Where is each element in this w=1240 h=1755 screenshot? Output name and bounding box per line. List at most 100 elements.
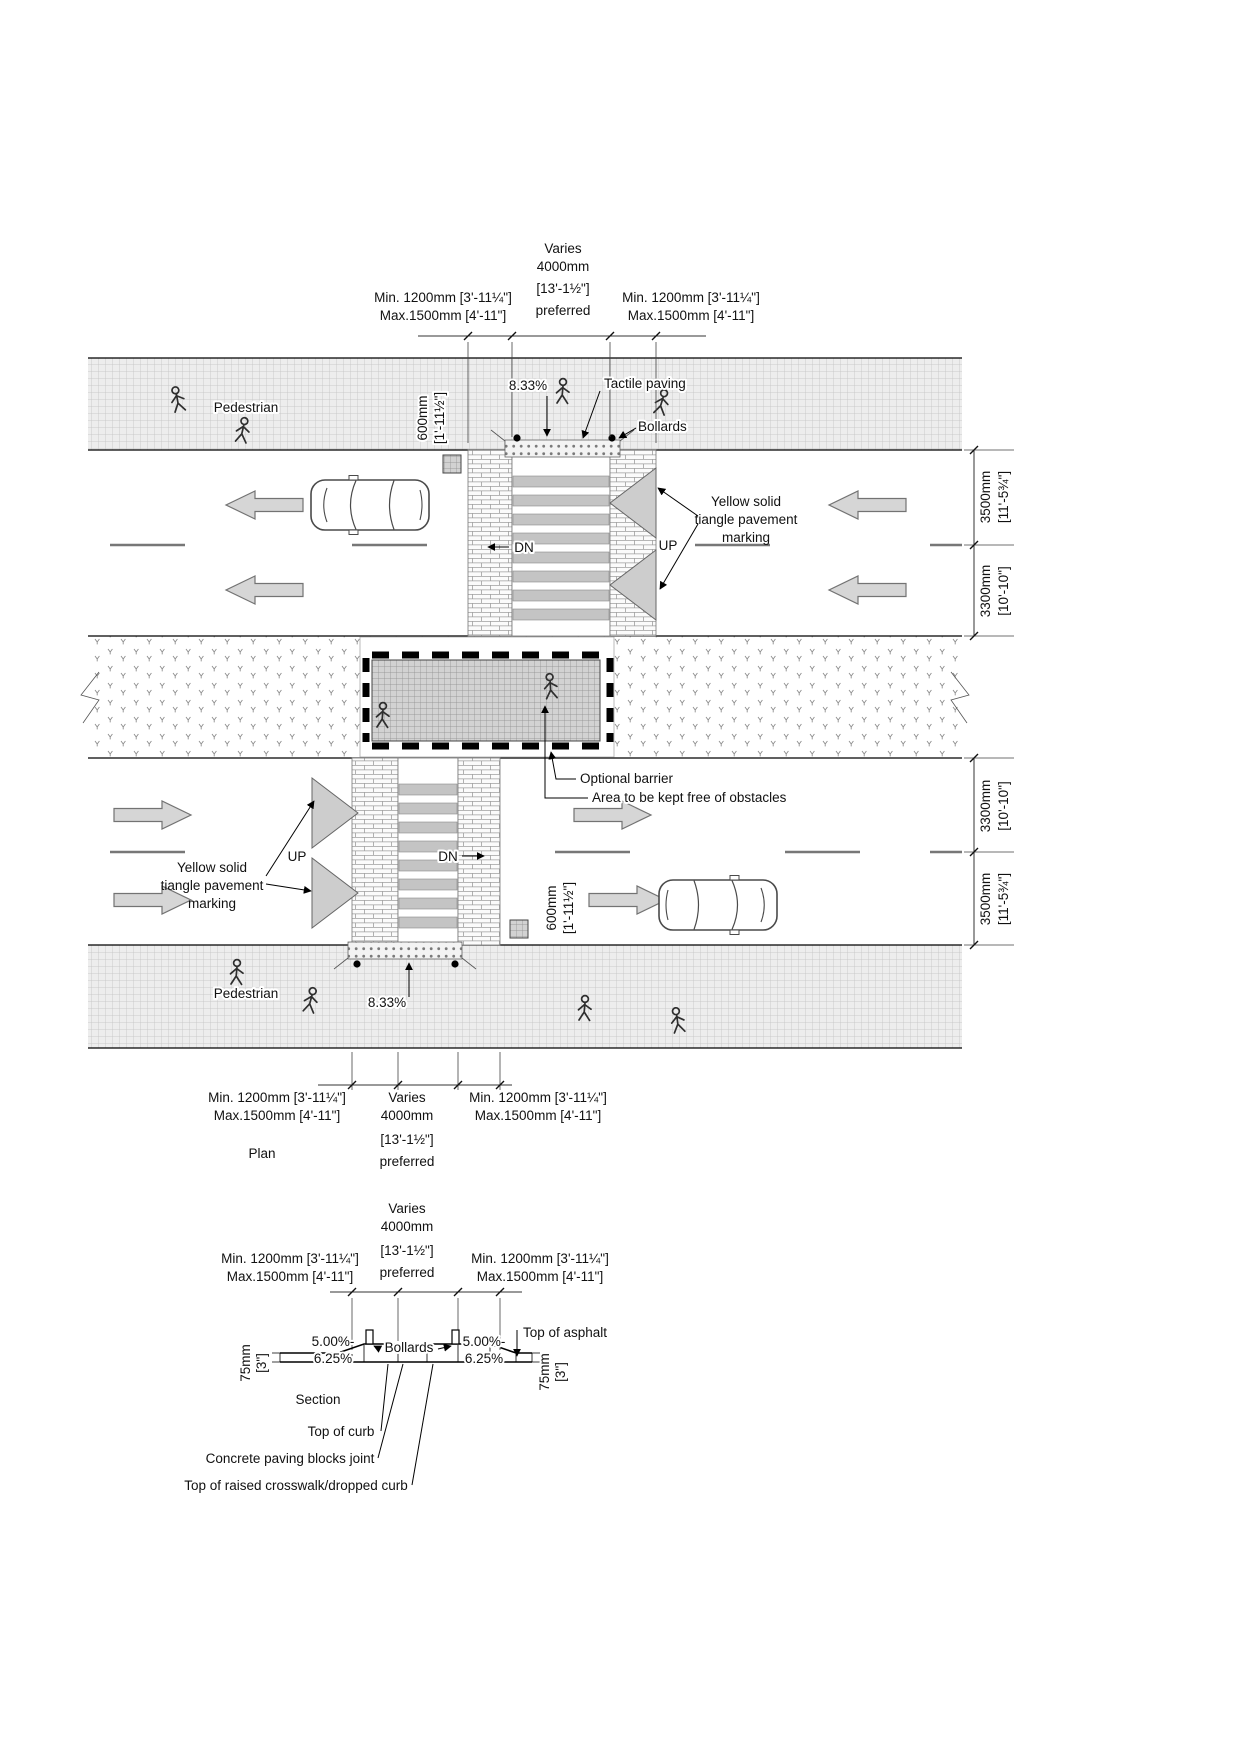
tactile-square-600 <box>509 919 529 939</box>
up-label: UP <box>659 538 678 553</box>
dim-max-1500: Max.1500mm [4'-11"] <box>214 1108 340 1123</box>
dim-min-1200: Min. 1200mm [3'-11¼"] <box>622 290 760 305</box>
yellow-triangle-note: marking <box>188 896 236 911</box>
dim-max-1500: Max.1500mm [4'-11"] <box>477 1269 603 1284</box>
section-title: Section <box>295 1392 340 1407</box>
triangle-marking <box>609 466 657 540</box>
dim-max-1500: Max.1500mm [4'-11"] <box>380 308 506 323</box>
car-icon <box>658 874 778 936</box>
dim-min-1200: Min. 1200mm [3'-11¼"] <box>221 1251 359 1266</box>
bollards-label: Bollards <box>385 1340 434 1355</box>
section-drawing <box>272 1329 540 1363</box>
dim-min-1200: Min. 1200mm [3'-11¼"] <box>374 290 512 305</box>
triangle-marking <box>609 548 657 622</box>
section-joints <box>279 1345 533 1362</box>
tactile-paving-label: Tactile paving <box>604 376 686 391</box>
slope-label: 6.25% <box>465 1351 503 1366</box>
dn-label: DN <box>514 540 534 555</box>
break-symbol-right <box>950 671 970 724</box>
dim-4000mm: 4000mm <box>381 1219 434 1234</box>
dim-4000ft: [13'-1½"] <box>380 1243 433 1258</box>
ramp-right <box>457 757 501 946</box>
tactile-square-600 <box>442 454 462 474</box>
bollard-dot <box>513 434 521 442</box>
break-symbol-left <box>80 671 100 724</box>
dim-min-1200: Min. 1200mm [3'-11¼"] <box>208 1090 346 1105</box>
dim-varies: Varies <box>388 1201 426 1216</box>
tactile-strip-top <box>504 439 621 458</box>
dim-preferred: preferred <box>380 1265 435 1280</box>
yellow-triangle-note: marking <box>722 530 770 545</box>
yellow-triangle-note: tiangle pavement <box>695 512 798 527</box>
bollards-label: Bollards <box>638 419 687 434</box>
triangle-marking <box>311 776 359 850</box>
top-of-asphalt-label: Top of asphalt <box>523 1325 607 1340</box>
bollard-post <box>365 1329 374 1345</box>
pedestrian-label: Pedestrian <box>214 986 279 1001</box>
dim-preferred: preferred <box>536 303 591 318</box>
zebra-stripes <box>512 475 610 621</box>
yellow-triangle-note: Yellow solid <box>711 494 781 509</box>
yellow-triangle-note: tiangle pavement <box>161 878 264 893</box>
dim-4000ft: [13'-1½"] <box>380 1132 433 1147</box>
keep-free-label: Area to be kept free of obstacles <box>592 790 787 805</box>
plan-bottom-dimensions: Min. 1200mm [3'-11¼"] Max.1500mm [4'-11"… <box>208 1052 607 1169</box>
bollard-post <box>451 1329 460 1345</box>
dim-3500mm: 3500mm <box>978 471 993 524</box>
crossing-bottom <box>311 757 529 970</box>
up-label: UP <box>288 849 307 864</box>
slope-label: 5.00%- <box>463 1334 506 1349</box>
dim-600mm: 600mm <box>415 395 430 440</box>
height-ticks <box>272 1352 540 1363</box>
dim-max-1500: Max.1500mm [4'-11"] <box>227 1269 353 1284</box>
slope-label: 8.33% <box>509 378 547 393</box>
crossing-top <box>442 429 657 637</box>
dim-max-1500: Max.1500mm [4'-11"] <box>475 1108 601 1123</box>
dim-75ft: [3"] <box>254 1353 269 1373</box>
dim-3300mm: 3300mm <box>978 565 993 618</box>
plan-annotations: Pedestrian 8.33% Tactile paving Bollards… <box>161 374 798 1012</box>
dim-4000mm: 4000mm <box>537 259 590 274</box>
plan-title: Plan <box>248 1146 275 1161</box>
refuge-island <box>371 659 601 742</box>
dim-3500ft: [11'-5¾"] <box>996 471 1011 523</box>
triangle-marking <box>311 856 359 930</box>
median-refuge <box>359 636 615 758</box>
optional-barrier-marks <box>362 651 614 750</box>
section-annotations: 5.00%- 6.25% 5.00%- 6.25% Bollards Top o… <box>184 1323 609 1493</box>
dim-4000mm: 4000mm <box>381 1108 434 1123</box>
slope-label: 8.33% <box>368 995 406 1010</box>
dim-min-1200: Min. 1200mm [3'-11¼"] <box>471 1251 609 1266</box>
dim-75ft: [3"] <box>553 1362 568 1382</box>
dim-600ft: [1'-11½"] <box>561 882 576 934</box>
optional-barrier-label: Optional barrier <box>580 771 674 786</box>
dim-75mm: 75mm <box>238 1344 253 1382</box>
pedestrian-label: Pedestrian <box>214 400 279 415</box>
bollard-dot <box>353 960 361 968</box>
car-icon <box>310 474 430 536</box>
dim-varies: Varies <box>388 1090 426 1105</box>
dim-600mm: 600mm <box>544 885 559 930</box>
tactile-strip-bottom <box>347 941 463 960</box>
dim-3300mm: 3300mm <box>978 780 993 833</box>
yellow-triangle-note: Yellow solid <box>177 860 247 875</box>
paving-joint-label: Concrete paving blocks joint <box>206 1451 375 1466</box>
bollard-dot <box>451 960 459 968</box>
top-raised-label: Top of raised crosswalk/dropped curb <box>184 1478 408 1493</box>
dim-varies: Varies <box>544 241 582 256</box>
section-view: Varies 4000mm [13'-1½"] preferred Min. 1… <box>184 1201 609 1493</box>
plan-right-dimensions: 3500mm [11'-5¾"] 3300mm [10'-10"] 3300mm… <box>964 445 1014 950</box>
dim-75mm: 75mm <box>537 1353 552 1391</box>
dim-3300ft: [10'-10"] <box>996 781 1011 830</box>
sidewalk-top <box>88 358 962 450</box>
dim-max-1500: Max.1500mm [4'-11"] <box>628 308 754 323</box>
top-of-curb-label: Top of curb <box>308 1424 375 1439</box>
dim-preferred: preferred <box>380 1154 435 1169</box>
dim-min-1200: Min. 1200mm [3'-11¼"] <box>469 1090 607 1105</box>
slope-label: 5.00%- <box>312 1334 355 1349</box>
dim-3500ft: [11'-5¾"] <box>996 873 1011 925</box>
ramp-left <box>351 757 399 946</box>
dim-4000ft: [13'-1½"] <box>536 281 589 296</box>
dim-3500mm: 3500mm <box>978 873 993 926</box>
